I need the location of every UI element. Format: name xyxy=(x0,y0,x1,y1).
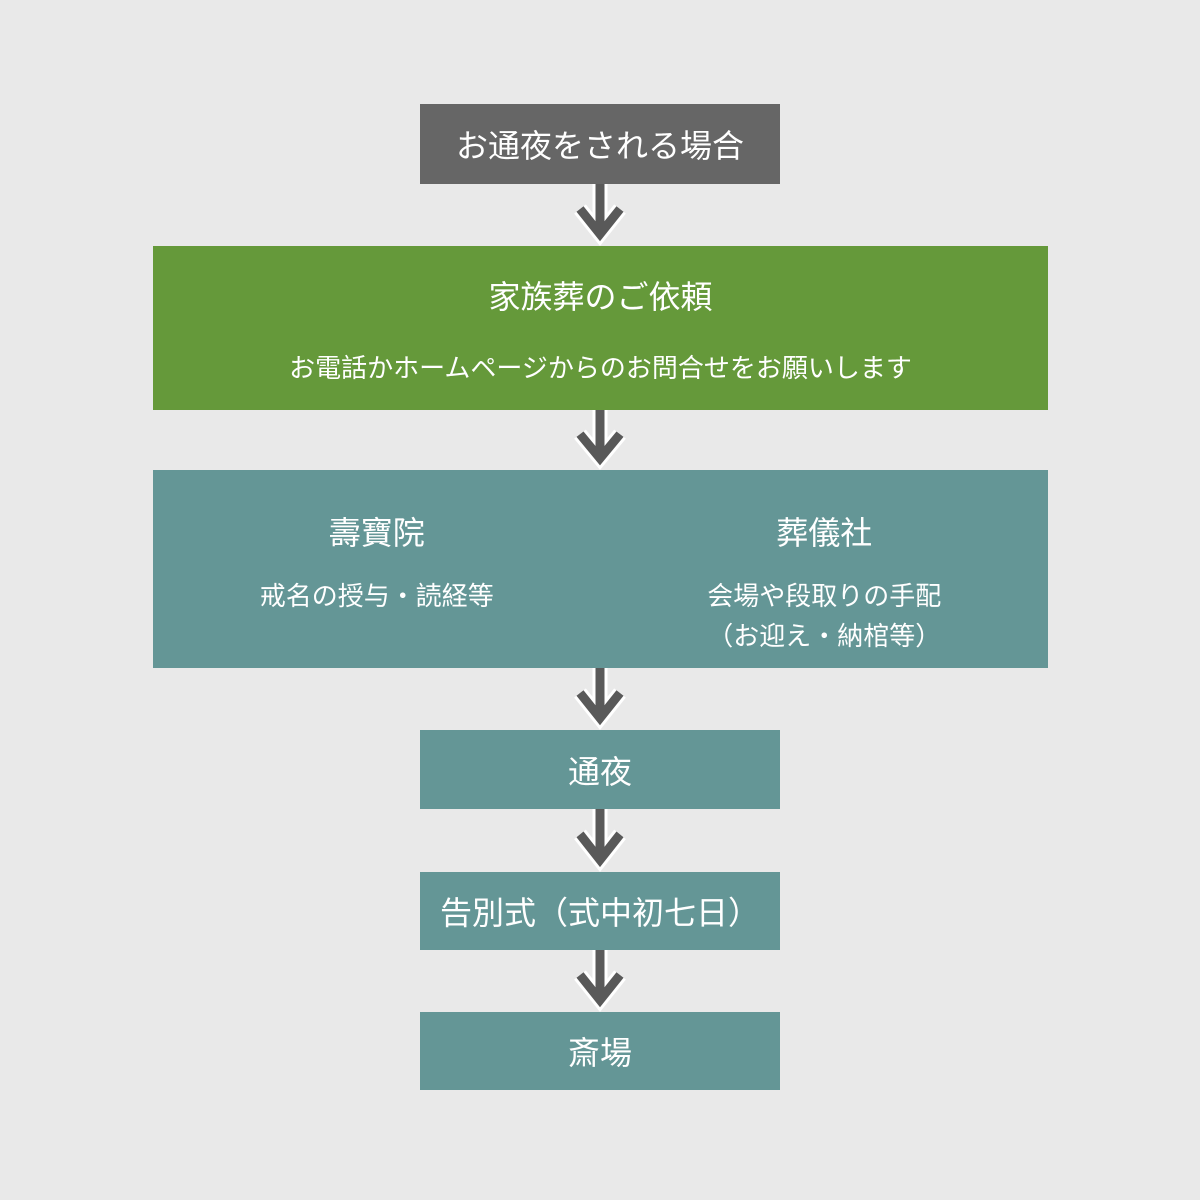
kokubetsu-box: 告別式（式中初七日） xyxy=(420,872,780,950)
request-subtitle: お電話かホームページからのお問合せをお願いします xyxy=(289,352,912,383)
kokubetsu-label: 告別式（式中初七日） xyxy=(439,895,760,931)
arrow-down-icon xyxy=(568,410,632,470)
start-box: お通夜をされる場合 xyxy=(420,104,780,184)
temple-column: 壽寶院 戒名の授与・読経等 xyxy=(171,470,583,616)
request-box: 家族葬のご依頼 お電話かホームページからのお問合せをお願いします xyxy=(153,246,1048,410)
start-label: お通夜をされる場合 xyxy=(455,128,744,164)
arrow-down-icon xyxy=(568,950,632,1012)
funeral-company-subtitle-line2: （お迎え・納棺等） xyxy=(707,621,942,651)
funeral-company-title: 葬儀社 xyxy=(776,515,873,551)
funeral-company-column: 葬儀社 会場や段取りの手配 （お迎え・納棺等） xyxy=(618,470,1030,656)
arrow-down-icon xyxy=(568,809,632,872)
temple-title: 壽寶院 xyxy=(328,515,425,551)
saijo-label: 斎場 xyxy=(567,1035,632,1071)
funeral-company-subtitle: 会場や段取りの手配 （お迎え・納棺等） xyxy=(707,576,941,656)
parallel-box: 壽寶院 戒名の授与・読経等 葬儀社 会場や段取りの手配 （お迎え・納棺等） xyxy=(153,470,1048,668)
tsuya-box: 通夜 xyxy=(420,730,780,809)
arrow-down-icon xyxy=(568,668,632,730)
temple-subtitle: 戒名の授与・読経等 xyxy=(259,581,494,611)
request-title: 家族葬のご依頼 xyxy=(488,278,713,315)
saijo-box: 斎場 xyxy=(420,1012,780,1090)
tsuya-label: 通夜 xyxy=(567,753,632,790)
arrow-down-icon xyxy=(568,184,632,246)
funeral-company-subtitle-line1: 会場や段取りの手配 xyxy=(707,581,942,611)
